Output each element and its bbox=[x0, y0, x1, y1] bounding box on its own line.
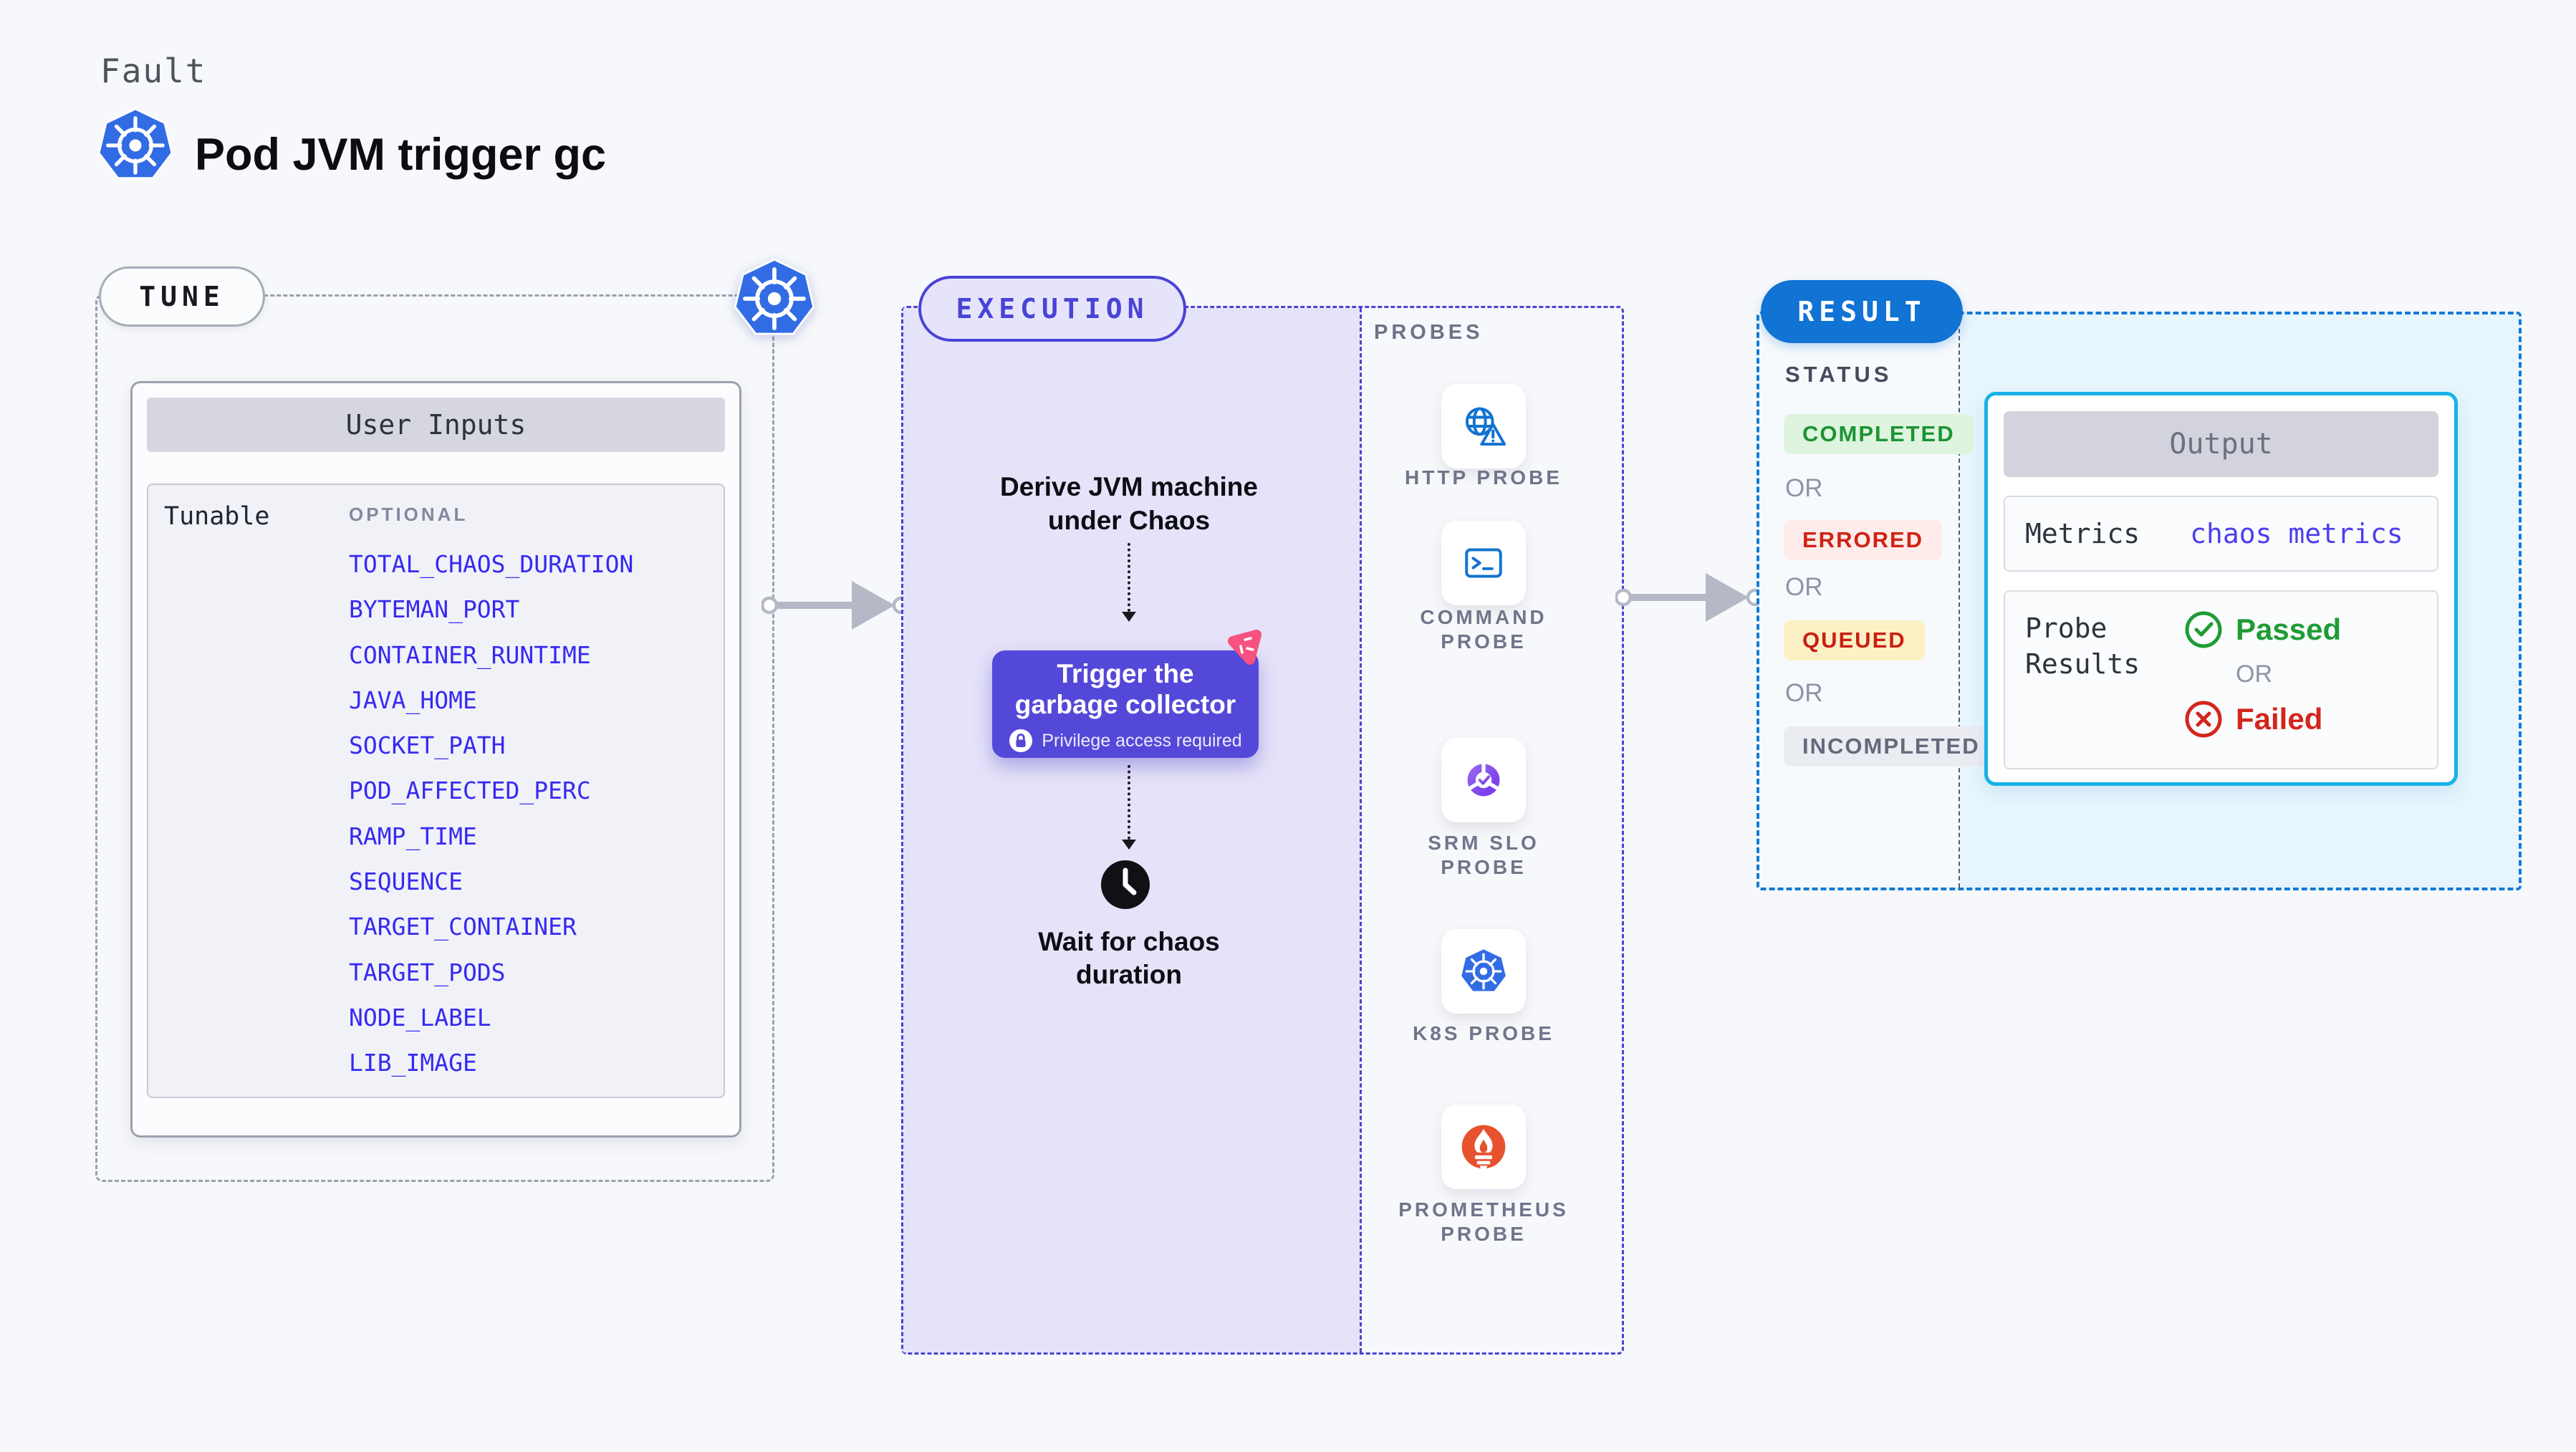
param-pod-affected-perc: POD_AFFECTED_PERC bbox=[349, 777, 591, 805]
param-socket-path: SOCKET_PATH bbox=[349, 731, 506, 760]
trigger-title: Trigger the garbage collector bbox=[1014, 659, 1236, 719]
kubernetes-icon bbox=[734, 258, 815, 340]
flow-connector-arrowhead bbox=[1122, 840, 1136, 850]
result-section-pill: RESULT bbox=[1761, 280, 1963, 343]
http-probe-tile bbox=[1441, 384, 1526, 468]
probe-results-label: Probe Results bbox=[2025, 612, 2140, 680]
status-badge-completed: COMPLETED bbox=[1784, 414, 1974, 454]
check-circle-icon bbox=[2184, 610, 2223, 649]
fault-kicker: Fault bbox=[100, 52, 207, 90]
status-badge-errored: ERRORED bbox=[1784, 520, 1943, 560]
tune-section-box bbox=[95, 294, 774, 1182]
param-ramp-time: RAMP_TIME bbox=[349, 822, 477, 850]
or-separator: OR bbox=[1785, 474, 1823, 502]
param-byteman-port: BYTEMAN_PORT bbox=[349, 595, 520, 624]
failed-verdict: Failed bbox=[2184, 700, 2341, 739]
command-probe-label: COMMAND PROBE bbox=[1420, 606, 1547, 653]
probes-column bbox=[1360, 308, 1622, 1352]
or-separator: OR bbox=[1785, 679, 1823, 707]
trigger-garbage-collector-node: Trigger the garbage collector Privilege … bbox=[992, 650, 1259, 758]
execution-flow-area bbox=[903, 308, 1360, 1352]
tune-to-execution-arrow bbox=[761, 573, 909, 638]
metrics-row: Metrics chaos metrics bbox=[2004, 496, 2438, 572]
flow-connector-arrowhead bbox=[1122, 612, 1136, 622]
or-separator: OR bbox=[1785, 573, 1823, 601]
prometheus-probe-label: PROMETHEUS PROBE bbox=[1398, 1198, 1569, 1245]
param-lib-image: LIB_IMAGE bbox=[349, 1049, 477, 1077]
status-badge-queued: QUEUED bbox=[1784, 620, 1925, 660]
privilege-note: Privilege access required bbox=[1042, 730, 1242, 751]
http-probe-icon bbox=[1460, 403, 1507, 450]
param-total-chaos-duration: TOTAL_CHAOS_DURATION bbox=[349, 550, 634, 578]
param-container-runtime: CONTAINER_RUNTIME bbox=[349, 640, 591, 669]
srm-slo-probe-icon bbox=[1460, 756, 1507, 804]
execution-to-result-arrow bbox=[1615, 565, 1763, 630]
probes-label: PROBES bbox=[1374, 321, 1484, 344]
optional-label: OPTIONAL bbox=[349, 504, 468, 525]
k8s-probe-label: K8S PROBE bbox=[1413, 1022, 1554, 1044]
chaos-experiment-icon bbox=[1221, 628, 1264, 670]
srm-slo-probe-tile bbox=[1441, 738, 1526, 822]
command-probe-icon bbox=[1460, 539, 1507, 587]
param-sequence: SEQUENCE bbox=[349, 867, 463, 896]
page-title: Pod JVM trigger gc bbox=[195, 130, 607, 180]
execution-section-pill: EXECUTION bbox=[918, 276, 1186, 342]
metrics-value: chaos metrics bbox=[2190, 518, 2403, 549]
x-circle-icon bbox=[2184, 700, 2223, 739]
command-probe-tile bbox=[1441, 521, 1526, 605]
probe-results-row: Probe Results Passed OR Failed bbox=[2004, 590, 2438, 769]
http-probe-label: HTTP PROBE bbox=[1405, 466, 1562, 489]
status-column bbox=[1759, 314, 1960, 888]
flow-connector bbox=[1128, 543, 1130, 612]
or-separator: OR bbox=[2236, 660, 2272, 688]
wait-chaos-step: Wait for chaos duration bbox=[1038, 927, 1220, 989]
k8s-probe-icon bbox=[1460, 948, 1507, 995]
tunable-label: Tunable bbox=[164, 502, 270, 531]
prometheus-probe-tile bbox=[1441, 1105, 1526, 1189]
status-label: STATUS bbox=[1785, 362, 1893, 387]
user-inputs-header: User Inputs bbox=[147, 398, 725, 452]
k8s-probe-tile bbox=[1441, 929, 1526, 1014]
lock-icon bbox=[1009, 729, 1033, 753]
passed-verdict: Passed bbox=[2184, 610, 2341, 649]
derive-jvm-step: Derive JVM machine under Chaos bbox=[1000, 472, 1258, 535]
srm-slo-probe-label: SRM SLO PROBE bbox=[1428, 832, 1539, 878]
flow-connector bbox=[1128, 765, 1130, 840]
prometheus-probe-icon bbox=[1460, 1123, 1507, 1170]
tune-section-pill: TUNE bbox=[99, 266, 265, 327]
metrics-label: Metrics bbox=[2025, 518, 2140, 549]
execution-section-box bbox=[901, 306, 1624, 1355]
param-target-pods: TARGET_PODS bbox=[349, 958, 506, 986]
output-card: Output Metrics chaos metrics Probe Resul… bbox=[1984, 392, 2458, 786]
param-node-label: NODE_LABEL bbox=[349, 1003, 491, 1032]
param-java-home: JAVA_HOME bbox=[349, 686, 477, 714]
tunable-panel: Tunable OPTIONAL TOTAL_CHAOS_DURATION BY… bbox=[147, 484, 725, 1098]
output-header: Output bbox=[2004, 411, 2438, 477]
status-badge-incompleted: INCOMPLETED bbox=[1784, 726, 1999, 766]
kubernetes-icon bbox=[97, 107, 173, 183]
param-target-container: TARGET_CONTAINER bbox=[349, 913, 577, 941]
clock-icon bbox=[1099, 858, 1152, 911]
user-inputs-card: User Inputs Tunable OPTIONAL TOTAL_CHAOS… bbox=[130, 381, 741, 1138]
